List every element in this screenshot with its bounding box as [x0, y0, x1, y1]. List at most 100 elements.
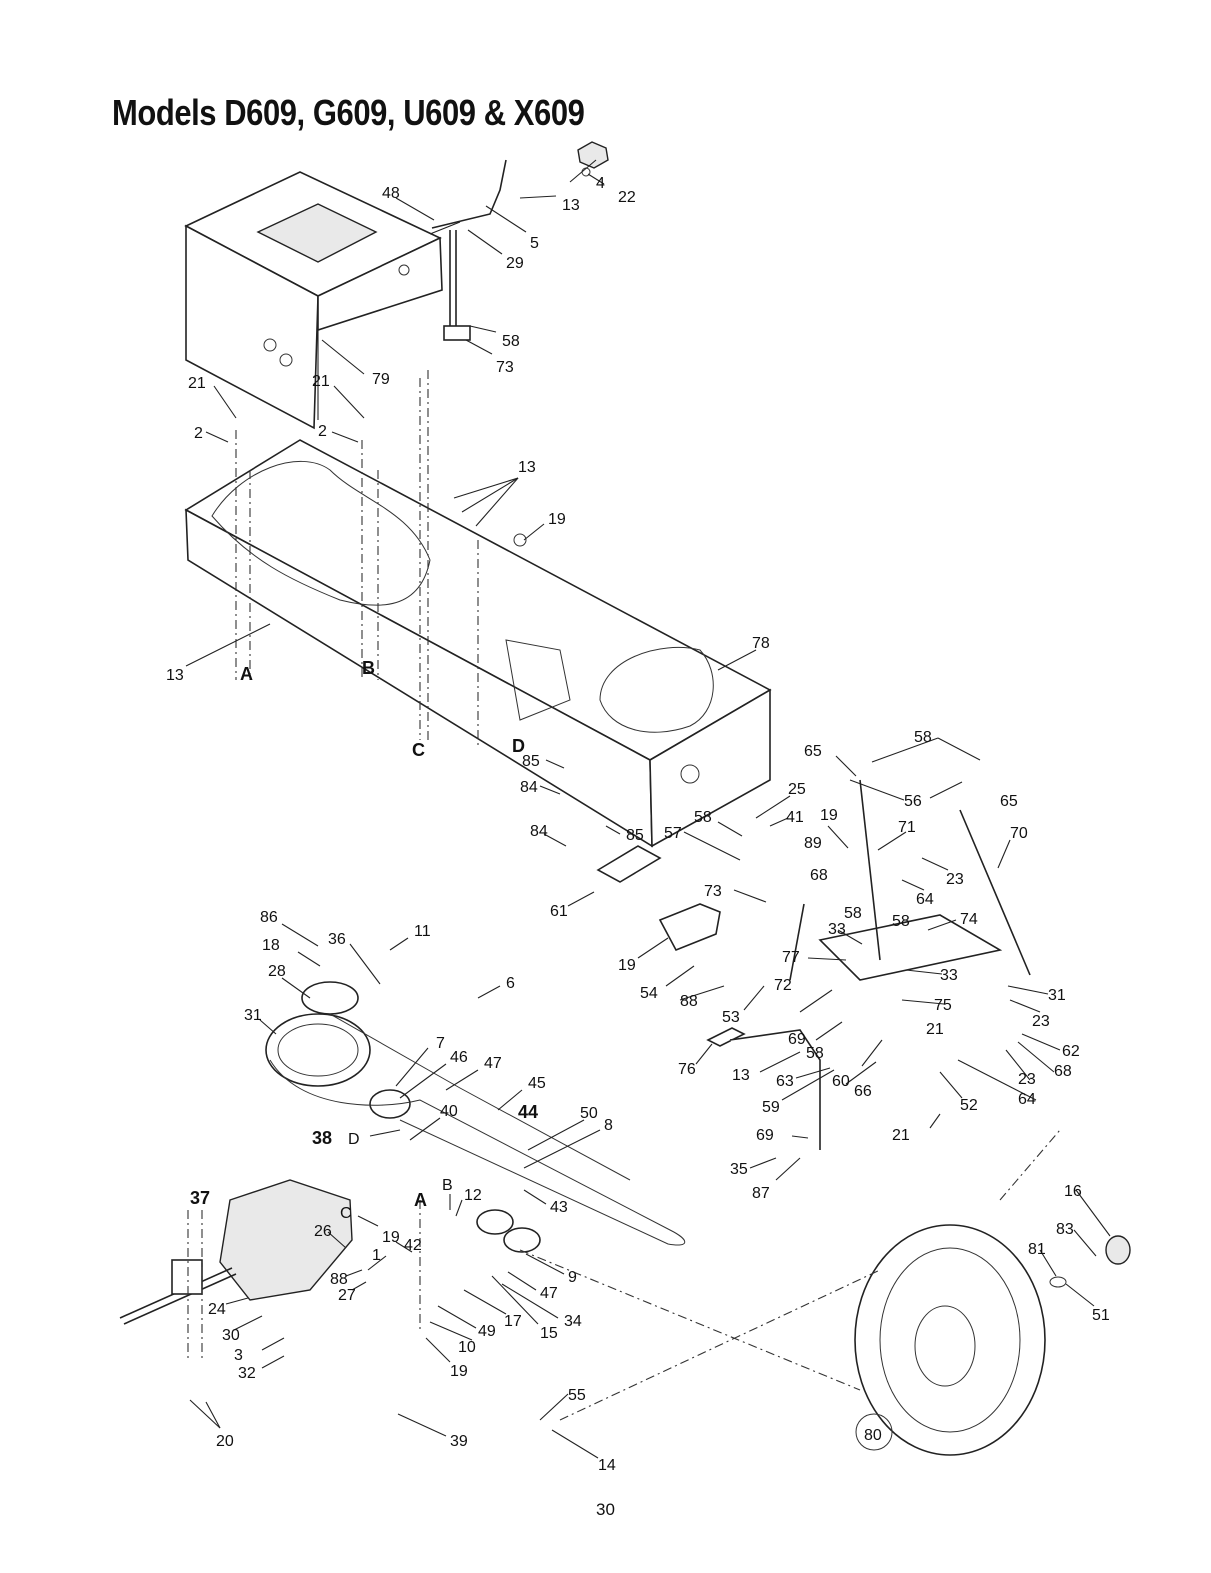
callout-label: 33 [828, 921, 846, 938]
callout-label: 65 [1000, 793, 1018, 810]
callout-label: 56 [904, 793, 922, 810]
callout-label: 21 [188, 375, 206, 392]
callout-label: 77 [782, 949, 800, 966]
callout-label: C [340, 1205, 352, 1222]
callout-label: 23 [1032, 1013, 1050, 1030]
callout-label: 53 [722, 1009, 740, 1026]
callout-label: 19 [820, 807, 838, 824]
callout-label: 52 [960, 1097, 978, 1114]
callout-label: 54 [640, 985, 658, 1002]
callout-label: 34 [564, 1313, 582, 1330]
callout-label: 3 [234, 1347, 243, 1364]
callout-label: 73 [496, 359, 514, 376]
reference-letter: D [512, 736, 525, 756]
callout-label: 35 [730, 1161, 748, 1178]
callout-label: 73 [704, 883, 722, 900]
steering-shaft-drawing [431, 141, 609, 341]
reference-letter: 37 [190, 1188, 210, 1208]
reference-letter: 38 [312, 1128, 332, 1148]
callout-label: 55 [568, 1387, 586, 1404]
callout-label: 15 [540, 1325, 558, 1342]
callout-label: 87 [752, 1185, 770, 1202]
callout-label: 69 [756, 1127, 774, 1144]
callout-label: 60 [832, 1073, 850, 1090]
callout-label: 49 [478, 1323, 496, 1340]
callout-label: 71 [898, 819, 916, 836]
callout-label: B [442, 1177, 453, 1194]
callout-label: 23 [946, 871, 964, 888]
callout-label: 74 [960, 911, 978, 928]
linkage-drawing [596, 779, 1031, 1150]
callout-label: 80 [864, 1427, 882, 1444]
callout-label: 19 [548, 511, 566, 528]
callout-label: 8 [604, 1117, 613, 1134]
callout-label: 86 [260, 909, 278, 926]
callout-label: 13 [562, 197, 580, 214]
callout-label: 31 [1048, 987, 1066, 1004]
callout-label: 59 [762, 1099, 780, 1116]
alignment-lines [187, 370, 1061, 1421]
callout-label: 83 [1056, 1221, 1074, 1238]
callout-label: 17 [504, 1313, 522, 1330]
callout-label: 19 [618, 957, 636, 974]
callout-label: 48 [382, 185, 400, 202]
callout-label: 19 [450, 1363, 468, 1380]
callout-label: 45 [528, 1075, 546, 1092]
callout-label: 66 [854, 1083, 872, 1100]
callout-label: 43 [550, 1199, 568, 1216]
callout-label: 22 [618, 189, 636, 206]
callout-label: 58 [806, 1045, 824, 1062]
reference-letter: 44 [518, 1102, 538, 1122]
callout-label: 68 [1054, 1063, 1072, 1080]
callout-label: 70 [1010, 825, 1028, 842]
callout-label: 23 [1018, 1071, 1036, 1088]
callout-label: 27 [338, 1287, 356, 1304]
dash-bracket-drawing [184, 171, 461, 430]
callout-label: 68 [810, 867, 828, 884]
leader-lines [185, 159, 1111, 1459]
callout-labels: 4 22 13 48 5 29 58 73 79 21 2 21 2 13 19… [166, 175, 1110, 1474]
callout-label: 14 [598, 1457, 616, 1474]
callout-label: 57 [664, 825, 682, 842]
callout-label: 19 [382, 1229, 400, 1246]
callout-label: 29 [506, 255, 524, 272]
callout-circle [855, 1413, 893, 1451]
callout-label: 47 [484, 1055, 502, 1072]
callout-label: 65 [804, 743, 822, 760]
callout-label: 18 [262, 937, 280, 954]
drive-belt-drawing [265, 981, 686, 1253]
callout-label: 1 [372, 1247, 381, 1264]
callout-label: 28 [268, 963, 286, 980]
callout-label: 63 [776, 1073, 794, 1090]
callout-label: 11 [414, 923, 431, 940]
reference-letter: A [414, 1190, 427, 1210]
callout-label: D [348, 1131, 360, 1148]
callout-label: 5 [530, 235, 539, 252]
callout-label: 58 [892, 913, 910, 930]
callout-label: 42 [404, 1237, 422, 1254]
reference-letter: A [240, 664, 253, 684]
callout-label: 47 [540, 1285, 558, 1302]
callout-label: 2 [194, 425, 203, 442]
callout-label: 78 [752, 635, 770, 652]
callout-label: 58 [844, 905, 862, 922]
callout-label: 62 [1062, 1043, 1080, 1060]
callout-label: 58 [694, 809, 712, 826]
callout-label: 88 [680, 993, 698, 1010]
callout-label: 36 [328, 931, 346, 948]
callout-label: 7 [436, 1035, 445, 1052]
callout-label: 76 [678, 1061, 696, 1078]
callout-label: 13 [732, 1067, 750, 1084]
callout-label: 84 [520, 779, 538, 796]
callout-label: 10 [458, 1339, 476, 1356]
callout-label: 4 [596, 175, 605, 192]
callout-label: 75 [934, 997, 952, 1014]
callout-label: 85 [522, 753, 540, 770]
callout-label: 40 [440, 1103, 458, 1120]
callout-label: 24 [208, 1301, 226, 1318]
callout-label: 58 [502, 333, 520, 350]
page-number: 30 [596, 1500, 615, 1519]
callout-label: 88 [330, 1271, 348, 1288]
callout-label: 81 [1028, 1241, 1046, 1258]
